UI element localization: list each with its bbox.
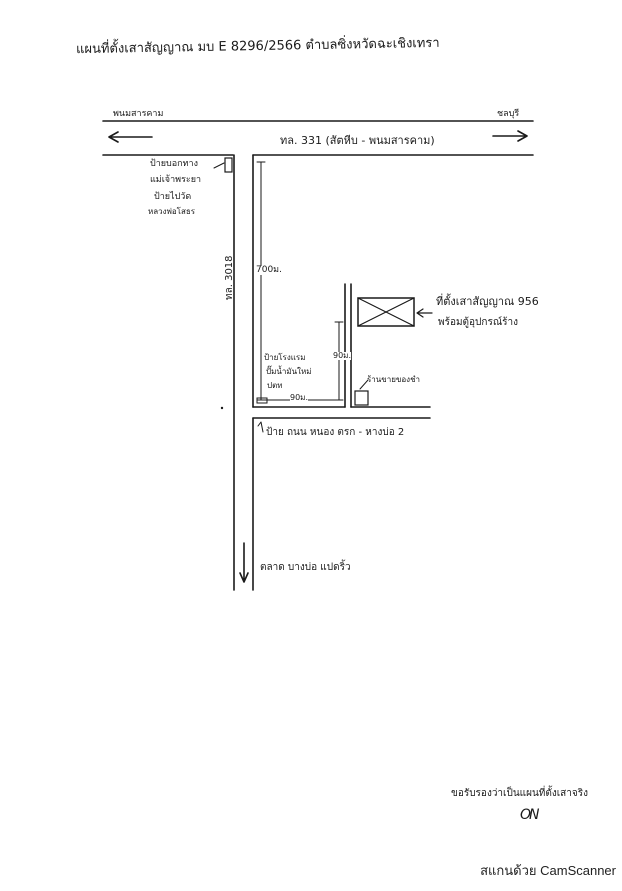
distance-90-vertical-label: 90ม. bbox=[333, 351, 351, 360]
left-arrow bbox=[108, 131, 153, 143]
shop-box bbox=[354, 390, 369, 406]
junction-label: ป้าย ถนน หนอง ตรก - หางบ่อ 2 bbox=[266, 427, 405, 438]
scanner-watermark: สแกนด้วย CamScanner bbox=[480, 863, 616, 878]
main-road-label: ทล. 331 (สัตหีบ - พนมสารคาม) bbox=[280, 134, 435, 147]
signpost-note-2: แม่เจ้าพระยา bbox=[150, 175, 202, 185]
junction-sign-pointer bbox=[257, 421, 264, 433]
left-destination-label: พนมสารคาม bbox=[113, 109, 164, 119]
certification-text: ขอรับรองว่าเป็นแผนที่ตั้งเสาจริง bbox=[451, 788, 589, 799]
signpost-note-3: ป้ายไปวัด bbox=[154, 192, 192, 202]
dimension-700 bbox=[256, 161, 266, 401]
right-destination-label: ชลบุรี bbox=[497, 109, 520, 119]
signpost-note-1: ป้ายบอกทาง bbox=[150, 159, 198, 169]
landmark-line-3: ปตท bbox=[267, 381, 283, 390]
site-pointer-arrow bbox=[416, 308, 433, 318]
landmark-line-1: ป้ายโรงแรม bbox=[264, 353, 306, 362]
signpost-pointer bbox=[213, 162, 225, 169]
junction-marker bbox=[256, 397, 268, 404]
signpost-note-4: หลวงพ่อโสธร bbox=[148, 207, 196, 216]
side-road-label: ทล. 3018 bbox=[224, 255, 235, 300]
right-arrow bbox=[492, 130, 528, 142]
ink-dot bbox=[220, 406, 224, 410]
landmark-line-2: ปั๊มน้ำมันใหม่ bbox=[266, 367, 312, 376]
south-destination-label: ตลาด บางบ่อ แปดริ้ว bbox=[260, 562, 351, 573]
shop-pointer bbox=[359, 379, 369, 390]
signature: ON bbox=[520, 807, 539, 823]
site-label-line-1: ที่ตั้งเสาสัญญาณ 956 bbox=[436, 295, 539, 308]
dimension-90-vertical bbox=[334, 321, 344, 401]
shop-label: ร้านขายของชำ bbox=[367, 375, 421, 384]
site-box bbox=[357, 297, 415, 327]
site-box-cross bbox=[357, 297, 415, 327]
distance-700-label: 700ม. bbox=[256, 265, 282, 275]
signpost-icon bbox=[224, 157, 233, 173]
site-label-line-2: พร้อมตู้อุปกรณ์ร้าง bbox=[438, 317, 518, 328]
south-arrow bbox=[239, 542, 249, 583]
distance-90-horizontal-label: 90ม. bbox=[290, 393, 308, 402]
